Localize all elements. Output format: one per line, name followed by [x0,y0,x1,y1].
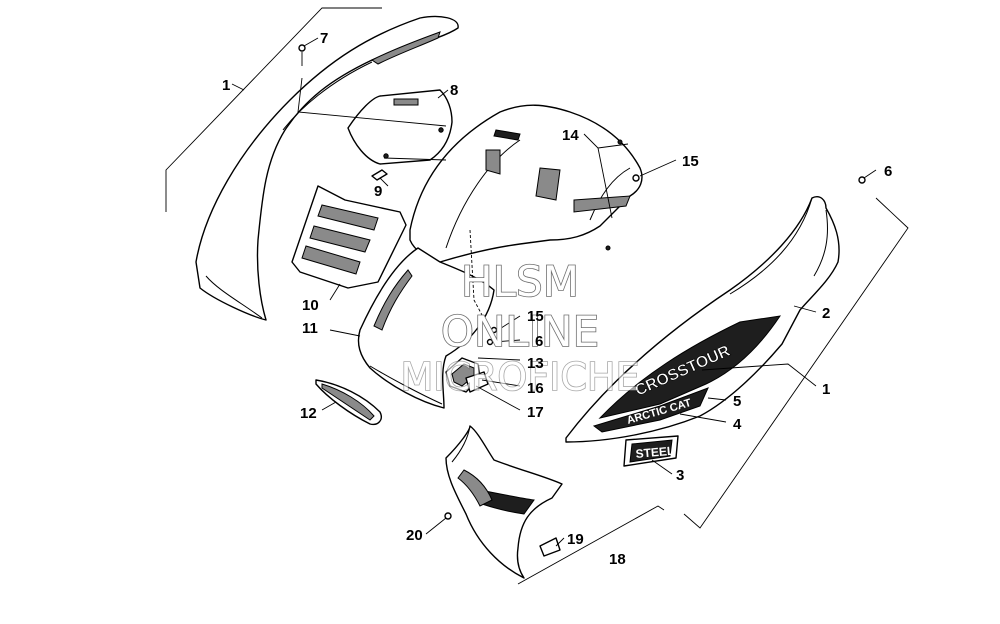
side-panel-right: CROSSTOUR ARCTIC CAT [565,196,840,443]
screw-20 [444,512,452,520]
callout-10: 10 [302,297,319,314]
callout-15-top: 15 [682,153,699,170]
group-bracket-left [165,7,382,212]
callout-15-mid: 15 [527,308,544,325]
callout-19: 19 [567,531,584,548]
callout-20: 20 [406,527,423,544]
callout-9: 9 [374,183,382,200]
callouts: 1 7 8 9 10 11 12 14 15 6 2 1 5 4 3 15 6 … [222,30,892,568]
callout-1-left: 1 [222,77,230,94]
front-hood-assembly [357,104,643,409]
callout-12: 12 [300,405,317,422]
watermark-line1: HLSM [461,257,579,306]
belly-pan [445,425,563,579]
trim-piece-19 [539,537,561,557]
clip-9 [371,169,388,181]
steel-badge-text: STEEL [635,444,675,461]
clip-15-mid [490,326,498,334]
screw-7 [298,44,306,52]
watermark: HLSM ONLINE MICROFICHE [400,256,641,400]
steel-badge: STEEL [623,435,679,467]
grille-mesh [315,379,382,426]
leader-lines [231,37,877,547]
callout-17: 17 [527,404,544,421]
hood-left-panel [195,15,459,321]
callout-6-right: 6 [884,163,892,180]
callout-6-mid: 6 [535,333,543,350]
crosstour-decal [598,315,782,419]
callout-7: 7 [320,30,328,47]
callout-5: 5 [733,393,741,410]
callout-4: 4 [733,416,742,433]
group-bracket-bottom [517,505,665,585]
callout-16: 16 [527,380,544,397]
screw-6-right [858,176,866,184]
watermark-line2: ONLINE [441,307,599,356]
callout-11: 11 [302,320,318,337]
arctic-cat-decal [592,387,709,433]
watermark-line3: MICROFICHE [400,355,639,399]
callout-13: 13 [527,355,544,372]
group-bracket-right [683,197,909,529]
callout-8: 8 [450,82,458,99]
windscreen-plate [347,89,453,165]
callout-2: 2 [822,305,830,322]
callout-18: 18 [609,551,626,568]
storage-bin [291,185,407,289]
screw-6-mid [486,338,494,346]
callout-1-right: 1 [822,381,830,398]
clip-15-top [632,174,640,182]
callout-14: 14 [562,127,579,144]
callout-3: 3 [676,467,684,484]
bracket-cluster [445,357,489,393]
